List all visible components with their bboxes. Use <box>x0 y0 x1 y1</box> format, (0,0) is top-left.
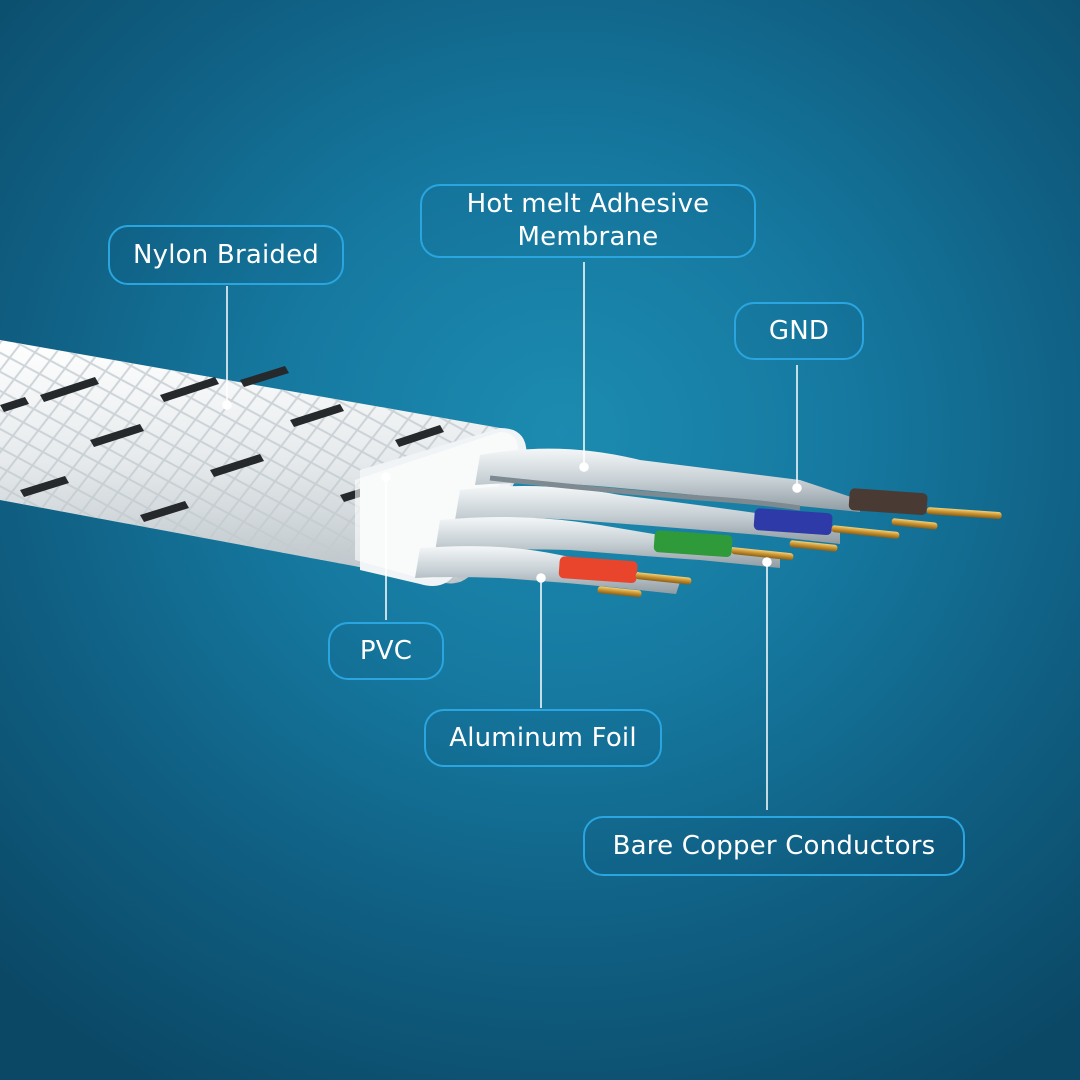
label-hot-melt-text: Hot melt Adhesive Membrane <box>466 189 710 252</box>
colored-wires <box>558 488 928 584</box>
label-hot-melt-adhesive-membrane: Hot melt Adhesive Membrane <box>420 184 756 258</box>
label-nylon-braided: Nylon Braided <box>108 225 344 285</box>
label-pvc-text: PVC <box>359 636 413 666</box>
label-bare-copper-text: Bare Copper Conductors <box>612 831 936 861</box>
label-gnd: GND <box>734 302 864 360</box>
label-aluminum-foil: Aluminum Foil <box>424 709 662 767</box>
bare-copper-conductors <box>597 507 1002 598</box>
label-nylon-braided-text: Nylon Braided <box>133 240 319 270</box>
label-gnd-text: GND <box>768 316 830 346</box>
leader-lines <box>222 262 802 810</box>
aluminum-foil-pairs <box>415 448 860 594</box>
label-bare-copper-conductors: Bare Copper Conductors <box>583 816 965 876</box>
label-pvc: PVC <box>328 622 444 680</box>
label-aluminum-foil-text: Aluminum Foil <box>449 723 637 753</box>
